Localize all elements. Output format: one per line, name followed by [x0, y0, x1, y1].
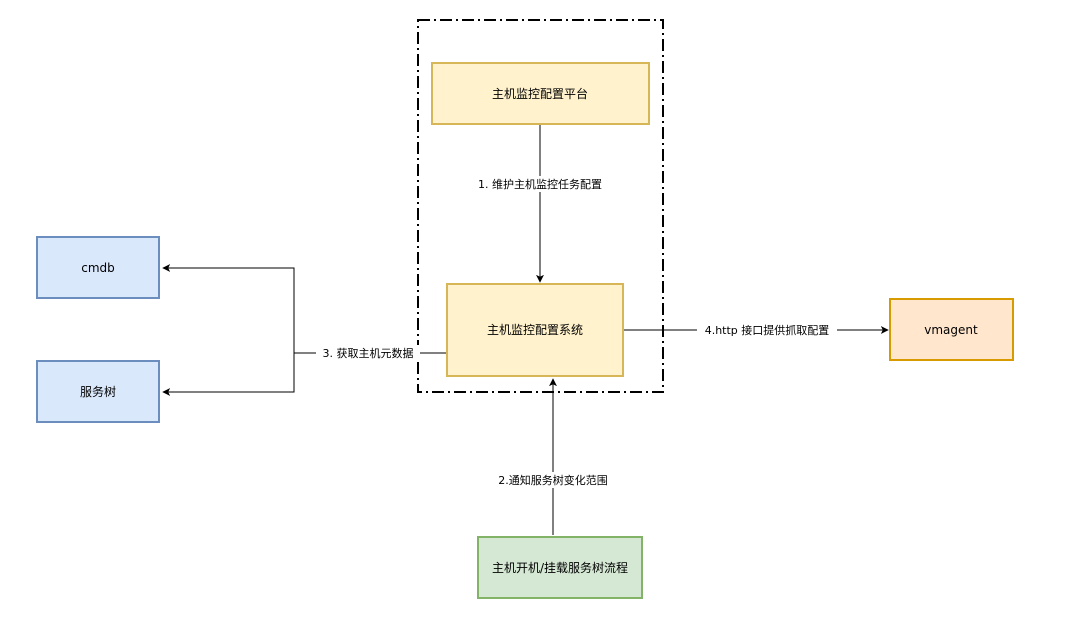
node-config-platform: 主机监控配置平台 — [431, 62, 650, 125]
node-host-flow: 主机开机/挂载服务树流程 — [477, 536, 643, 599]
node-label-service-tree: 服务树 — [80, 384, 116, 399]
edge-maintain-config: 1. 维护主机监控任务配置 — [468, 125, 612, 283]
edge-notify-scope: 2.通知服务树变化范围 — [493, 378, 613, 535]
node-service-tree: 服务树 — [36, 360, 160, 423]
node-label-host-flow: 主机开机/挂载服务树流程 — [492, 560, 628, 575]
node-vmagent: vmagent — [889, 298, 1014, 361]
edge-http-provide: 4.http 接口提供抓取配置 — [623, 322, 889, 338]
edge-label-maintain-config: 1. 维护主机监控任务配置 — [478, 177, 602, 191]
node-label-config-platform: 主机监控配置平台 — [492, 86, 588, 101]
node-label-config-system: 主机监控配置系统 — [487, 323, 583, 337]
edge-label-fetch-metadata: 3. 获取主机元数据 — [323, 346, 414, 360]
edge-label-notify-scope: 2.通知服务树变化范围 — [498, 473, 608, 487]
edge-label-http-provide: 4.http 接口提供抓取配置 — [705, 323, 830, 337]
node-cmdb: cmdb — [36, 236, 160, 299]
node-label-cmdb: cmdb — [81, 261, 115, 275]
edge-fetch-metadata: 3. 获取主机元数据 — [162, 264, 447, 396]
node-label-vmagent: vmagent — [924, 323, 978, 337]
node-config-system: 主机监控配置系统 — [446, 283, 624, 377]
